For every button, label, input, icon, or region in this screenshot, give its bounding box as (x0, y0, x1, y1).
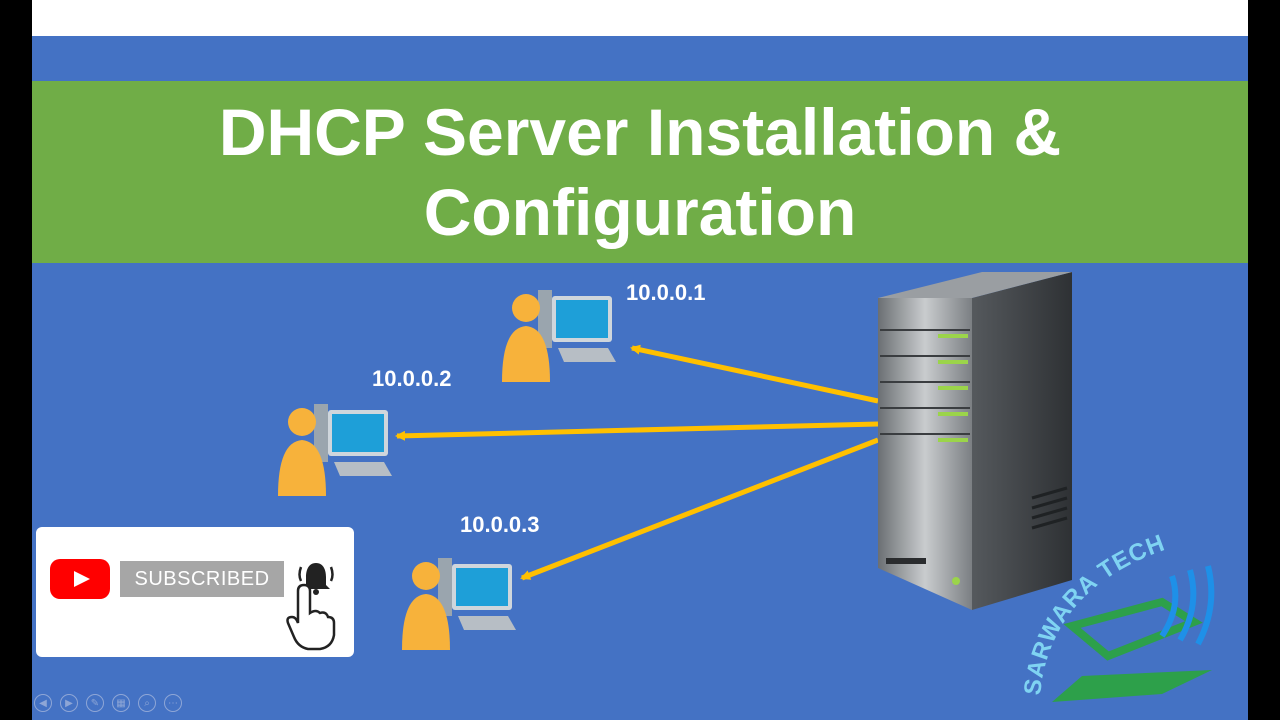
slideshow-toolbar: ◀ ▶ ✎ ▦ ⌕ ⋯ (34, 694, 182, 712)
client-1-user-computer-icon (502, 290, 616, 382)
slide-title: DHCP Server Installation & Configuration (219, 92, 1061, 252)
arrow-to-client-1 (630, 344, 879, 404)
slides-icon[interactable]: ▦ (112, 694, 130, 712)
presentation-slide: DHCP Server Installation & Configuration… (32, 36, 1248, 720)
previous-icon[interactable]: ◀ (34, 694, 52, 712)
title-banner: DHCP Server Installation & Configuration (32, 81, 1248, 263)
client-2-ip: 10.0.0.2 (372, 366, 452, 391)
dhcp-server-tower-icon (878, 272, 1072, 610)
sarwara-tech-logo: SARWARA TECH (1019, 529, 1215, 702)
top-white-strip (32, 0, 1248, 36)
slide-title-line-1: DHCP Server Installation & (218, 95, 1062, 169)
pointer-hand-icon (286, 583, 336, 651)
dhcp-arrows (395, 344, 879, 581)
client-3-ip: 10.0.0.3 (460, 512, 540, 537)
client-3-user-computer-icon (402, 558, 516, 650)
slide-title-line-2: Configuration (423, 175, 857, 249)
more-icon[interactable]: ⋯ (164, 694, 182, 712)
pen-icon[interactable]: ✎ (86, 694, 104, 712)
client-1-ip: 10.0.0.1 (626, 280, 706, 305)
arrow-to-client-3 (520, 437, 879, 581)
client-2-user-computer-icon (278, 404, 392, 496)
subscribed-button[interactable]: SUBSCRIBED (120, 561, 284, 597)
svg-text:SARWARA TECH: SARWARA TECH (1019, 529, 1169, 696)
next-icon[interactable]: ▶ (60, 694, 78, 712)
bell-icon[interactable] (296, 557, 336, 597)
zoom-icon[interactable]: ⌕ (138, 694, 156, 712)
arrow-to-client-2 (395, 421, 879, 441)
subscribe-card: SUBSCRIBED (36, 527, 354, 657)
youtube-play-icon[interactable] (50, 559, 110, 599)
